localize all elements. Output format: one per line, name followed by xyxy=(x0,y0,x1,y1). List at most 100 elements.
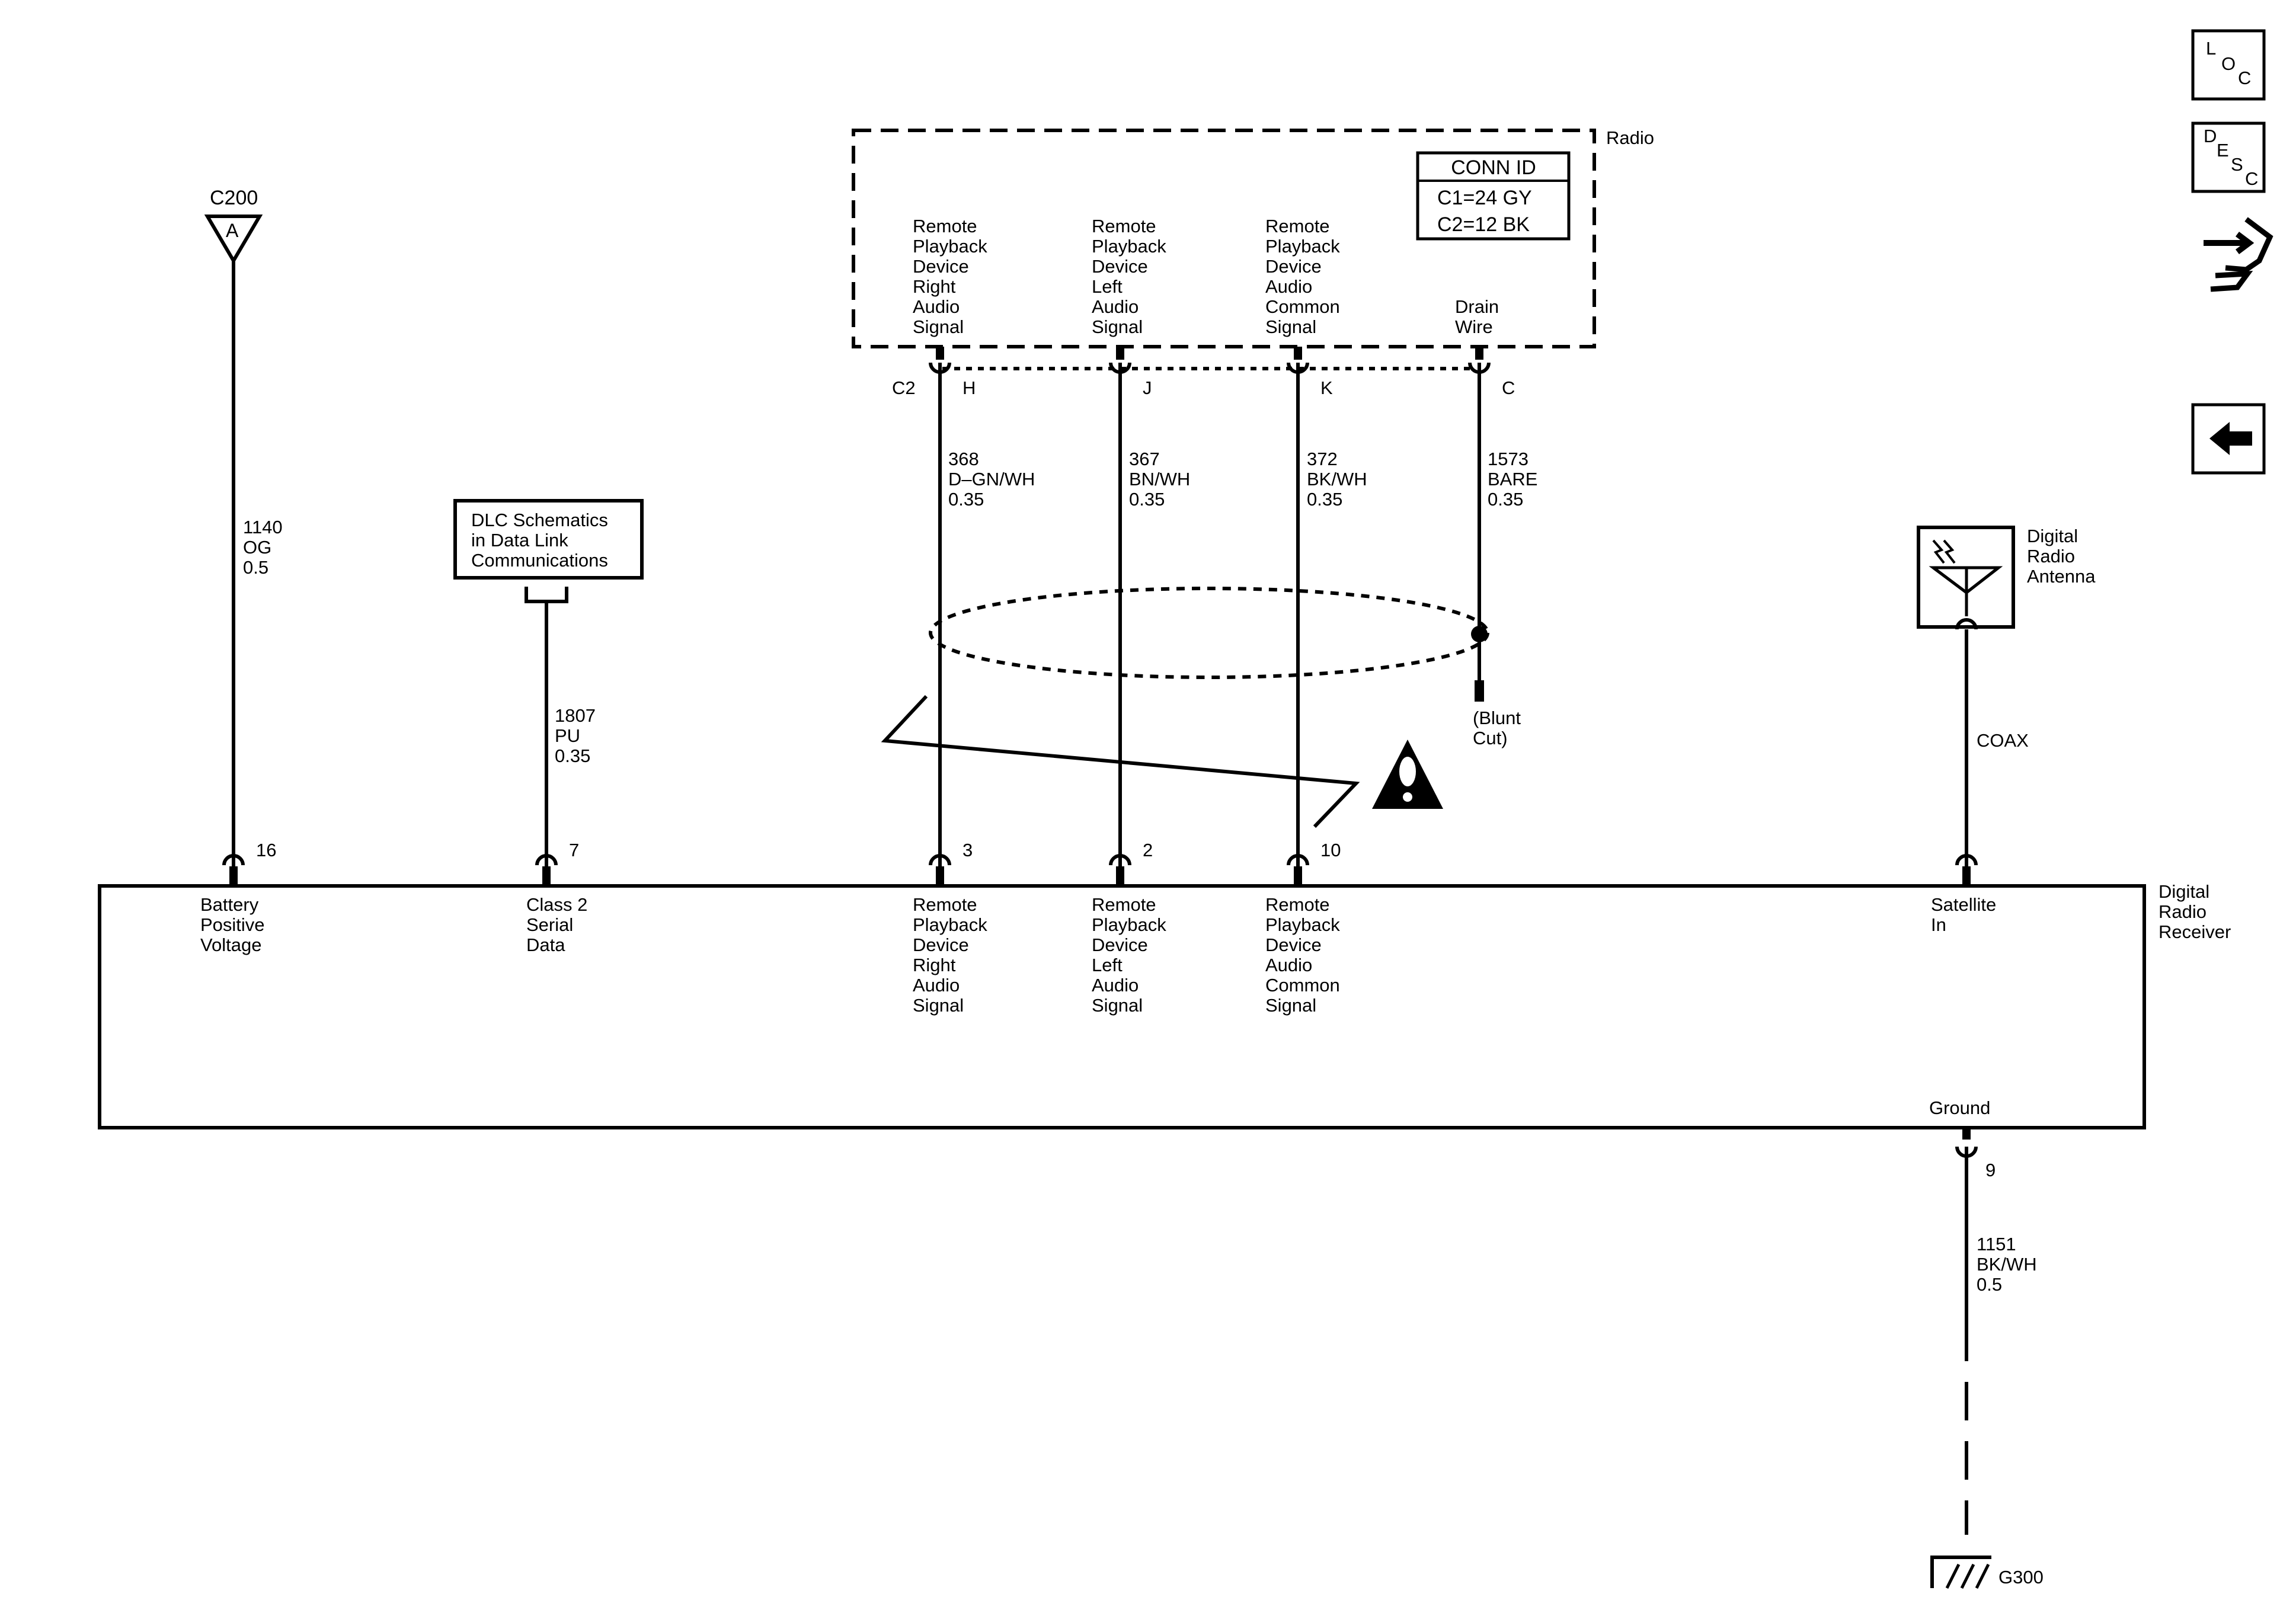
receiver-pin-socket xyxy=(1109,854,1131,866)
receiver-pin-label: Audio xyxy=(1265,955,1312,975)
wire-color: OG xyxy=(243,537,271,558)
receiver-pin-label: Serial xyxy=(526,914,573,935)
g300-ground-symbol: G300 xyxy=(1930,1556,2044,1589)
receiver-pin-label: Audio xyxy=(1092,975,1139,996)
radio-pin-letter: K xyxy=(1320,377,1333,398)
connector-swap-icon[interactable] xyxy=(2204,217,2273,292)
radio-pin-stub xyxy=(1116,347,1124,360)
wire-color: D–GN/WH xyxy=(948,469,1035,489)
radio-signal-label: Signal xyxy=(913,316,964,337)
wire-circuit-number: 372 xyxy=(1307,449,1338,469)
radio-pin-socket xyxy=(1468,362,1491,374)
radio-signal-label: Left xyxy=(1092,276,1123,297)
shield-ellipse xyxy=(929,587,1489,679)
wire-circuit-number: 1151 xyxy=(1977,1234,2016,1254)
receiver-pin-label: Playback xyxy=(1092,914,1166,935)
wire-size: 0.35 xyxy=(1307,489,1342,510)
wire-circuit-number: 368 xyxy=(948,449,979,469)
radio-signal-label: Remote xyxy=(1265,216,1330,236)
receiver-pin-label: Left xyxy=(1092,955,1123,975)
radio-pin-stub xyxy=(1294,347,1302,360)
antenna-label-line: Antenna xyxy=(2027,566,2096,587)
receiver-pin-number: 10 xyxy=(1320,840,1341,860)
receiver-pin-label: Remote xyxy=(1265,894,1330,915)
radio-signal-label: Remote xyxy=(913,216,977,236)
receiver-pin-label: Device xyxy=(913,934,969,955)
warning-icon[interactable] xyxy=(1372,740,1443,809)
wire-size: 0.35 xyxy=(1488,489,1523,510)
wire-color: BN/WH xyxy=(1129,469,1190,489)
receiver-ground-label: Ground xyxy=(1929,1097,1990,1118)
receiver-pin-label: Common xyxy=(1265,975,1340,996)
c200-pin: A xyxy=(226,220,239,241)
receiver-pin-label: Class 2 xyxy=(526,894,587,915)
dlc-box-line: Communications xyxy=(471,550,608,571)
antenna-label-line: Radio xyxy=(2027,546,2075,567)
receiver-label-line: Receiver xyxy=(2159,921,2231,942)
desc-button[interactable]: D E S C xyxy=(2191,121,2266,193)
loc-letter-c: C xyxy=(2238,68,2251,88)
radio-pin-stub xyxy=(1475,347,1483,360)
c200-connector: C200 A xyxy=(204,187,263,264)
conn-id-c2: C2=12 BK xyxy=(1437,213,1530,236)
wire-color: BARE xyxy=(1488,469,1537,489)
blunt-cut-label: (Blunt xyxy=(1473,708,1521,728)
wire-size: 0.5 xyxy=(1977,1274,2002,1295)
receiver-pin-label: Remote xyxy=(1092,894,1156,915)
receiver-pin-stub xyxy=(542,866,551,884)
radio-signal-label: Common xyxy=(1265,296,1340,317)
receiver-label-line: Digital xyxy=(2159,881,2209,902)
receiver-pin-stub xyxy=(229,866,238,884)
c200-label: C200 xyxy=(210,187,258,209)
back-arrow-icon xyxy=(2209,422,2252,455)
radio-signal-label: Signal xyxy=(1265,316,1316,337)
radio-signal-label: Playback xyxy=(913,236,987,257)
receiver-pin-label: Remote xyxy=(913,894,977,915)
desc-letter-d: D xyxy=(2204,126,2217,146)
radio-signal-label: Wire xyxy=(1455,316,1493,337)
receiver-pin-label: Battery xyxy=(200,894,259,915)
wire-size: 0.35 xyxy=(555,745,590,766)
loc-letter-o: O xyxy=(2221,53,2236,74)
dlc-box-line: in Data Link xyxy=(471,530,568,551)
receiver-label-line: Radio xyxy=(2159,901,2207,922)
wire-color: BK/WH xyxy=(1307,469,1367,489)
receiver-pin-number: 3 xyxy=(962,840,973,860)
back-button[interactable] xyxy=(2191,403,2266,475)
conn-id-title: CONN ID xyxy=(1451,156,1536,179)
receiver-pin-number: 7 xyxy=(569,840,579,860)
radio-signal-label: Audio xyxy=(913,296,960,317)
receiver-pin-label: Device xyxy=(1092,934,1148,955)
desc-letter-s: S xyxy=(2231,154,2243,175)
dlc-box-line: DLC Schematics xyxy=(471,510,608,530)
radio-pin-socket xyxy=(929,362,951,374)
c2-connector-label: C2 xyxy=(892,377,916,398)
radio-signal-label: Remote xyxy=(1092,216,1156,236)
antenna-lightning-icon xyxy=(1932,539,1956,564)
radio-pin-socket xyxy=(1287,362,1309,374)
receiver-pin-socket xyxy=(1287,854,1309,866)
receiver-pin-label: Data xyxy=(526,934,565,955)
radio-pin-socket xyxy=(1109,362,1131,374)
receiver-pin-label: Playback xyxy=(1265,914,1340,935)
radio-pin-stub xyxy=(936,347,944,360)
loc-button[interactable]: L O C xyxy=(2191,29,2266,101)
wire-color: PU xyxy=(555,725,580,746)
wire-color: BK/WH xyxy=(1977,1254,2037,1275)
receiver-pin-stub xyxy=(1116,866,1124,884)
wire-circuit-number: 367 xyxy=(1129,449,1160,469)
wire-circuit-number: 1573 xyxy=(1488,449,1528,469)
radio-signal-label: Audio xyxy=(1265,276,1312,297)
receiver-ground-pin: 9 xyxy=(1985,1160,1996,1180)
desc-letter-c: C xyxy=(2245,168,2258,189)
receiver-pin-stub xyxy=(936,866,944,884)
loc-letter-l: L xyxy=(2206,38,2216,59)
radio-pin-letter: J xyxy=(1143,377,1152,398)
